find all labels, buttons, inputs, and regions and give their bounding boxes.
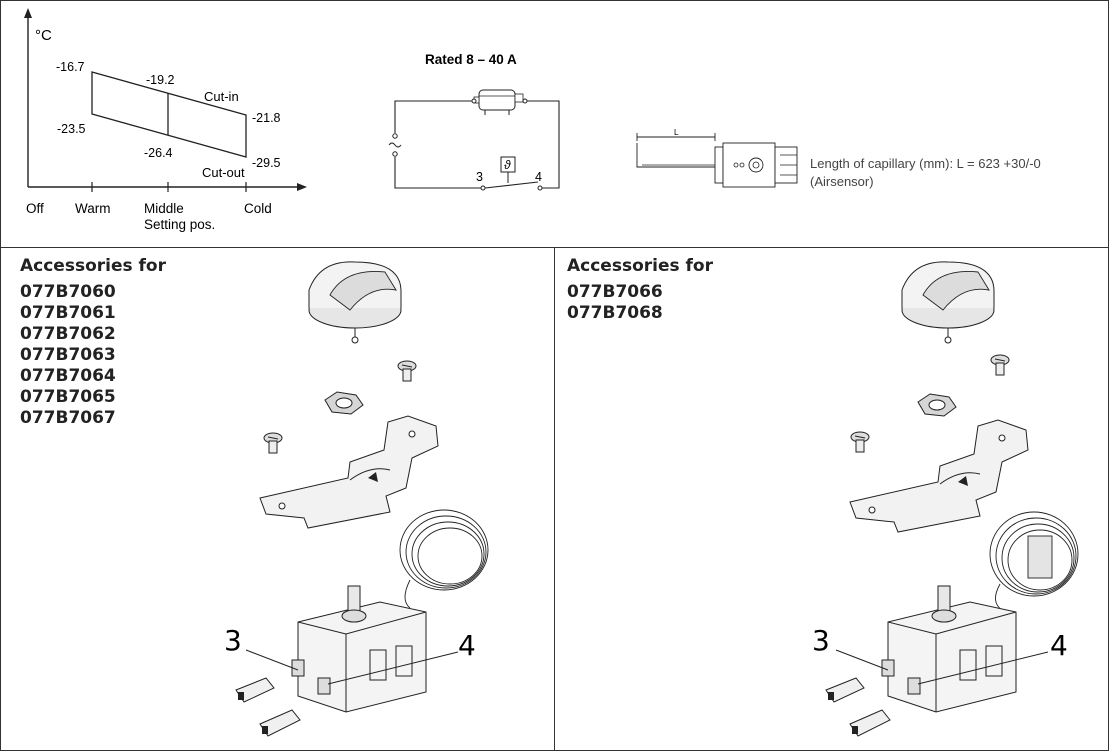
screw-icon <box>397 360 417 382</box>
x-label-off: Off <box>26 201 44 216</box>
left-code: 077B7061 <box>20 303 116 323</box>
knob-icon <box>901 261 995 344</box>
nut-icon <box>324 391 364 415</box>
right-code: 077B7066 <box>567 282 663 302</box>
left-code: 077B7060 <box>20 282 116 302</box>
mounting-bracket-icon <box>259 415 439 529</box>
terminal-4-label: 4 <box>535 170 542 184</box>
capillary-coil-icon <box>989 511 1079 611</box>
cut-out-label: Cut-out <box>202 165 245 180</box>
value-cut-out-middle: -26.4 <box>144 146 173 160</box>
left-code: 077B7062 <box>20 324 116 344</box>
mounting-bracket-icon <box>849 419 1029 533</box>
knob-icon <box>308 261 402 344</box>
left-code: 077B7064 <box>20 366 116 386</box>
x-caption: Setting pos. <box>144 217 215 232</box>
screw-icon <box>263 432 283 454</box>
cut-band <box>91 71 247 158</box>
terminal-3-label: 3 <box>224 624 242 657</box>
connector-icon <box>259 709 301 737</box>
capillary-text-line1: Length of capillary (mm): L = 623 +30/-0 <box>810 156 1041 171</box>
terminal-4-label: 4 <box>458 629 476 662</box>
right-exploded-view: 3 4 <box>812 261 1079 737</box>
x-label-cold: Cold <box>244 201 272 216</box>
right-accessories-text: Accessories for 077B7066 077B7068 <box>567 256 713 324</box>
right-code-list: 077B7066 077B7068 <box>567 282 713 324</box>
connector-icon <box>235 677 275 703</box>
connector-icon <box>825 677 865 703</box>
capillary-drawing: L <box>636 128 798 188</box>
left-accessories-text: Accessories for 077B7060 077B7061 077B70… <box>20 256 166 429</box>
terminal-3-label: 3 <box>476 170 483 184</box>
x-label-warm: Warm <box>75 201 111 216</box>
value-cut-out-warm: -23.5 <box>57 122 86 136</box>
thermostat-body-icon <box>881 585 1017 713</box>
cut-in-label: Cut-in <box>204 89 239 104</box>
unit-label: °C <box>35 27 52 44</box>
compressor-icon <box>471 89 528 115</box>
value-cut-in-warm: -16.7 <box>56 60 85 74</box>
rating-label: Rated 8 – 40 A <box>425 52 517 67</box>
value-cut-in-cold: -21.8 <box>252 111 281 125</box>
left-heading: Accessories for <box>20 256 166 276</box>
value-cut-in-middle: -19.2 <box>146 73 175 87</box>
terminal-3-label: 3 <box>812 624 830 657</box>
temperature-graph: °C -16.7 -19.2 -23.5 -26.4 -21.8 -29.5 C… <box>24 8 307 232</box>
circuit-diagram: Rated 8 – 40 A ϑ 3 4 <box>388 52 560 191</box>
right-code: 077B7068 <box>567 303 663 323</box>
x-label-middle: Middle <box>144 201 184 216</box>
terminal-4-label: 4 <box>1050 629 1068 662</box>
capillary-text-line2: (Airsensor) <box>810 174 874 189</box>
left-code: 077B7063 <box>20 345 116 365</box>
connector-icon <box>849 709 891 737</box>
capillary-coil-icon <box>399 509 489 609</box>
center-divider <box>554 247 555 751</box>
left-code: 077B7067 <box>20 408 116 428</box>
capillary-dim-label: L <box>674 128 679 137</box>
value-cut-out-cold: -29.5 <box>252 156 281 170</box>
screw-icon <box>850 431 870 453</box>
left-code: 077B7065 <box>20 387 116 407</box>
theta-symbol: ϑ <box>504 158 511 172</box>
capillary-length-text: Length of capillary (mm): L = 623 +30/-0… <box>810 155 1041 191</box>
thermostat-body-icon <box>291 585 427 713</box>
left-code-list: 077B7060 077B7061 077B7062 077B7063 077B… <box>20 282 166 429</box>
screw-icon <box>990 354 1010 376</box>
nut-icon <box>917 393 957 417</box>
right-heading: Accessories for <box>567 256 713 276</box>
left-exploded-view: 3 4 <box>224 261 489 737</box>
thermostat-switch-icon: ϑ <box>480 156 543 191</box>
